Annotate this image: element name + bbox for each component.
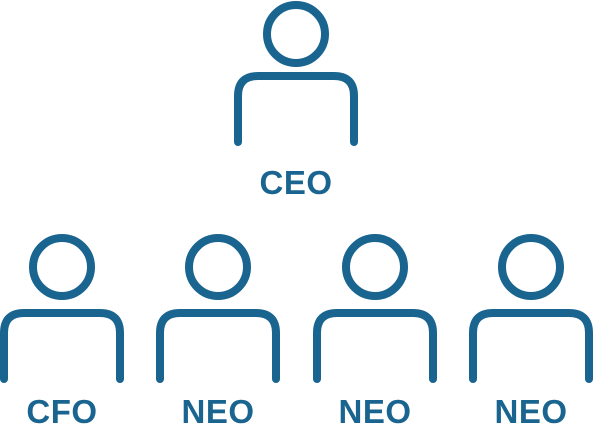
person-icon [313, 234, 437, 383]
role-label-cfo: CFO [26, 393, 98, 430]
person-cfo: CFO [0, 233, 124, 433]
role-label-neo-2: NEO [338, 393, 412, 430]
person-icon [234, 1, 358, 146]
person-icon [469, 234, 593, 383]
person-icon [0, 234, 124, 383]
person-neo-2: NEO [313, 233, 437, 433]
person-neo-1: NEO [156, 233, 280, 433]
person-icon [156, 234, 280, 383]
role-label-ceo: CEO [259, 164, 333, 201]
person-neo-3: NEO [469, 233, 593, 433]
person-ceo: CEO [234, 0, 358, 200]
role-label-neo-3: NEO [494, 393, 568, 430]
role-label-neo-1: NEO [181, 393, 255, 430]
